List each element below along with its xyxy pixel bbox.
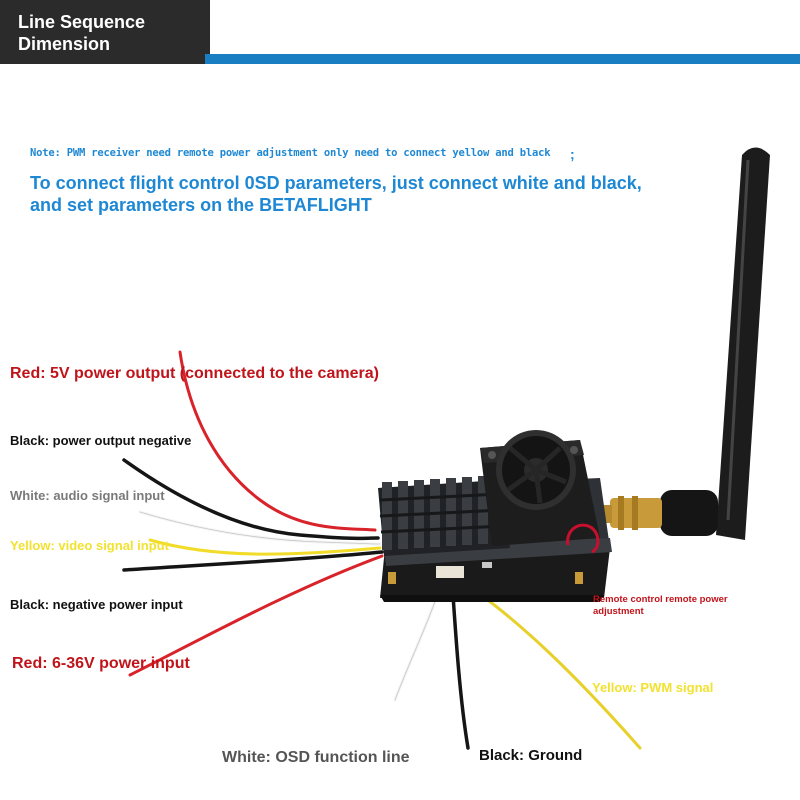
label-remote-control: Remote control remote power adjustment <box>593 594 728 617</box>
connector-loop <box>566 523 600 554</box>
label-black-power-output: Black: power output negative <box>10 433 192 448</box>
label-black-negative-power: Black: negative power input <box>10 597 183 612</box>
antenna-icon <box>596 147 770 540</box>
label-black-ground: Black: Ground <box>479 747 583 764</box>
header-banner: Line Sequence Dimension <box>0 0 800 64</box>
note-osd: To connect flight control 0SD parameters… <box>30 172 730 216</box>
banner-slant <box>170 0 210 64</box>
label-red-power-input: Red: 6-36V power input <box>12 655 190 672</box>
note-pwm: Note: PWM receiver need remote power adj… <box>30 147 551 159</box>
label-yellow-video: Yellow: video signal input <box>10 538 169 553</box>
banner-accent-bar <box>205 54 800 64</box>
cooling-fan-icon <box>480 430 600 546</box>
note-osd-line2: and set parameters on the BETAFLIGHT <box>30 195 372 215</box>
page-title: Line Sequence Dimension <box>18 12 146 54</box>
label-yellow-pwm: Yellow: PWM signal <box>592 680 714 695</box>
note-semicolon: ; <box>570 146 575 162</box>
note-osd-line1: To connect flight control 0SD parameters… <box>30 173 642 193</box>
heatsink-icon <box>378 476 510 556</box>
label-red-5v-output: Red: 5V power output (connected to the c… <box>10 365 379 382</box>
label-white-osd: White: OSD function line <box>222 749 410 766</box>
left-wires <box>122 350 384 677</box>
label-white-audio: White: audio signal input <box>10 488 165 503</box>
